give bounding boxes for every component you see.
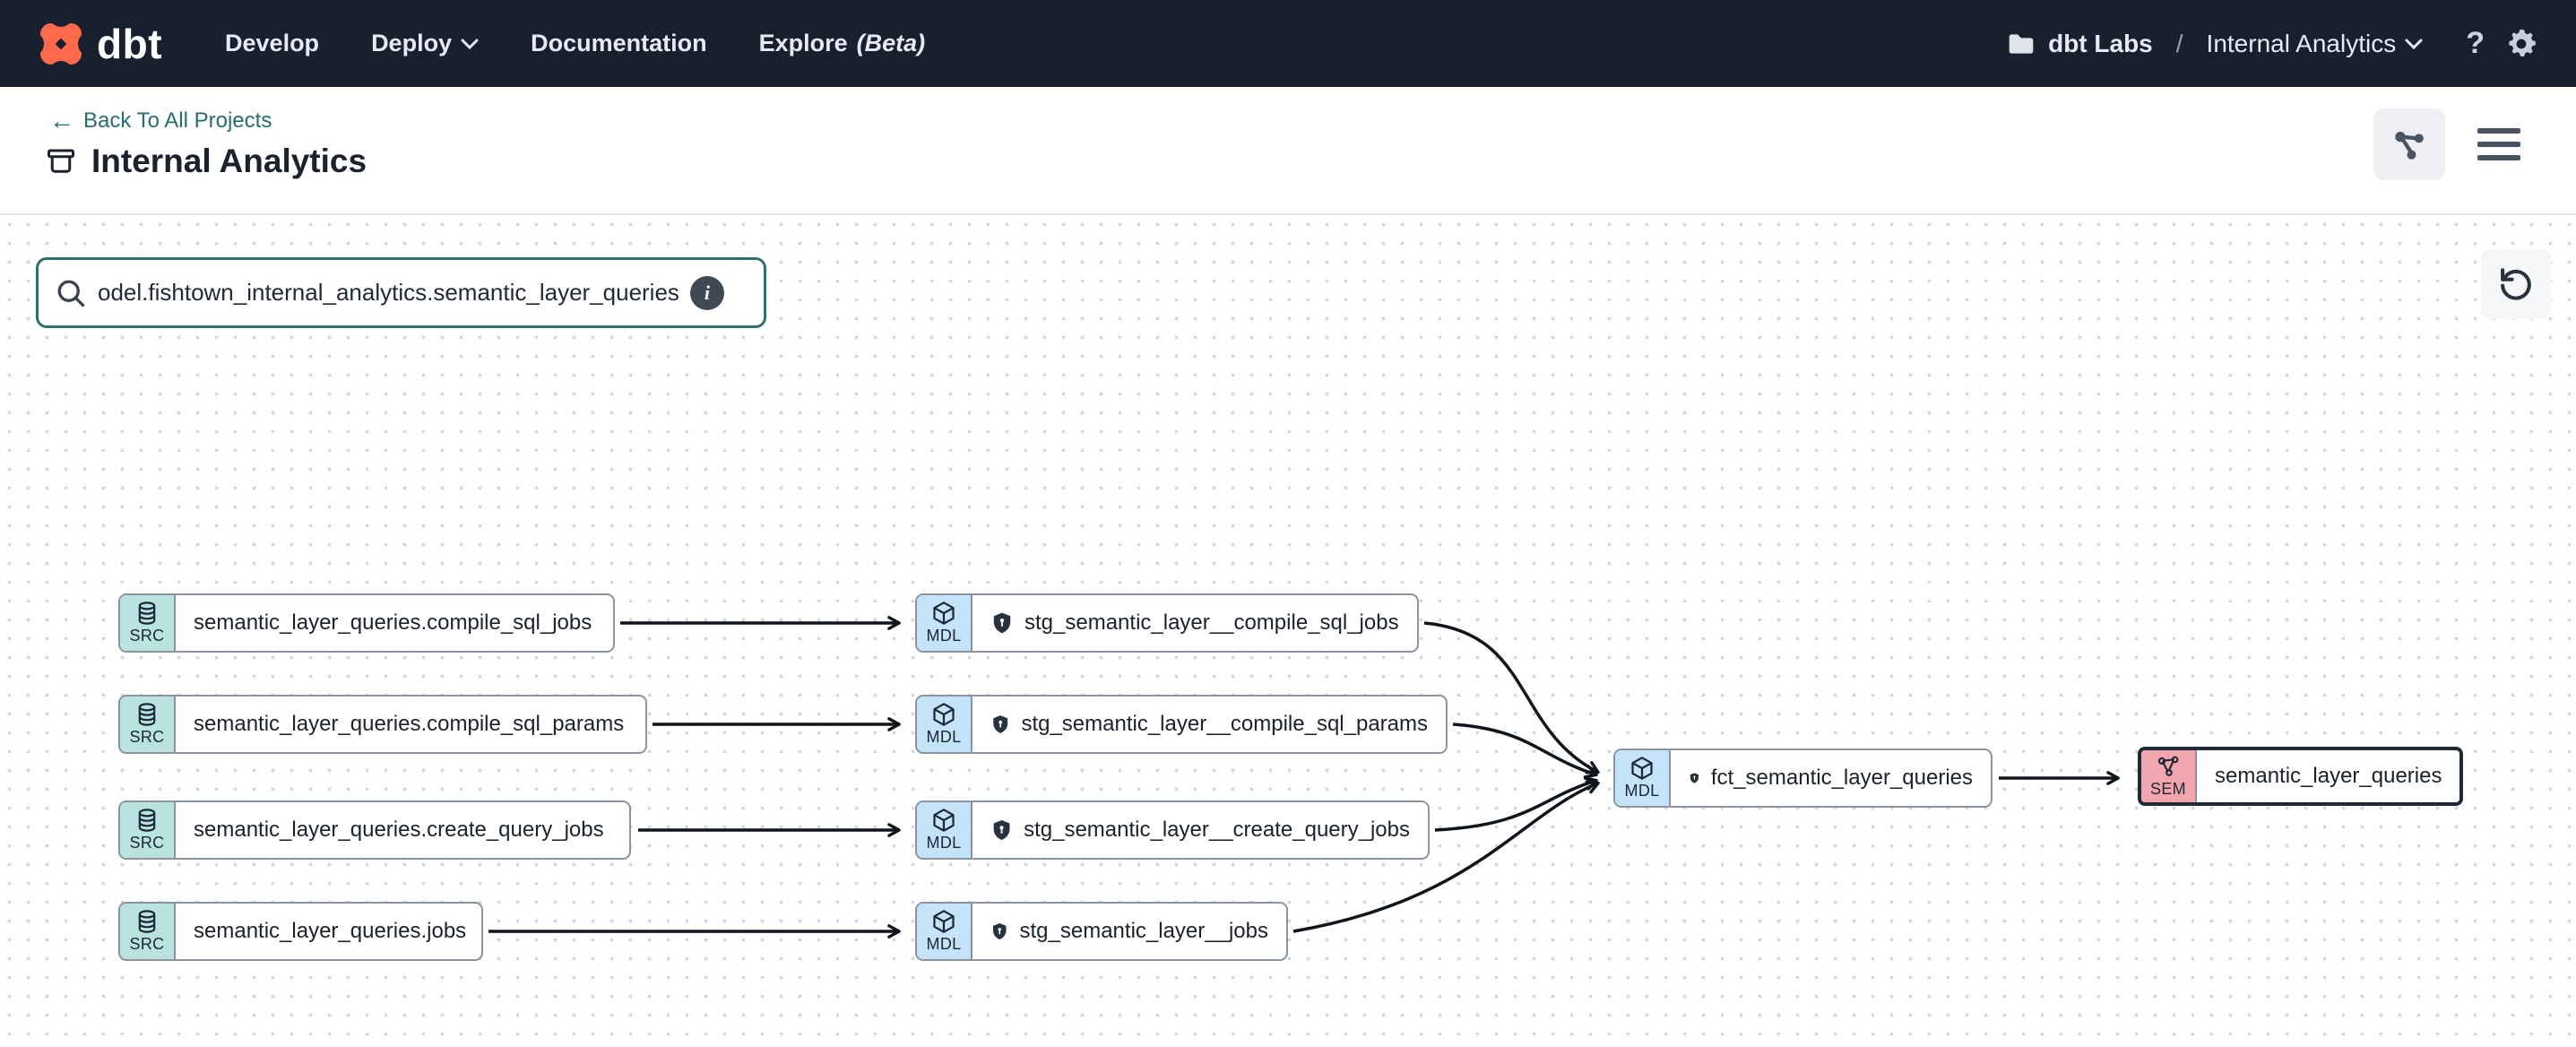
node-type-badge: SRC [120, 697, 176, 752]
menu-button[interactable] [2477, 121, 2524, 168]
database-icon [138, 601, 156, 625]
node-type-label: MDL [1624, 782, 1660, 800]
help-icon[interactable]: ? [2466, 26, 2485, 60]
node-type-badge: SRC [120, 595, 176, 651]
node-label: semantic_layer_queries.jobs [194, 919, 467, 943]
project-header: ← Back To All Projects Internal Analytic… [0, 87, 2576, 215]
node-type-badge: MDL [917, 595, 972, 651]
graph-node-source[interactable]: SRC semantic_layer_queries.create_query_… [118, 800, 631, 860]
node-type-label: MDL [926, 935, 962, 953]
info-icon[interactable]: i [689, 275, 724, 310]
nav-item-explore[interactable]: Explore (Beta) [758, 30, 926, 56]
node-type-badge: MDL [917, 802, 972, 858]
chevron-down-icon [2405, 39, 2423, 49]
node-type-label: SRC [129, 834, 165, 852]
node-type-label: SEM [2150, 780, 2186, 798]
node-label: semantic_layer_queries.create_query_jobs [194, 818, 604, 842]
account-name: dbt Labs [2048, 29, 2153, 57]
nav-item-documentation[interactable]: Documentation [531, 30, 707, 56]
contract-shield-icon [993, 715, 1008, 733]
node-type-label: MDL [926, 627, 962, 645]
lineage-view-button[interactable] [2373, 108, 2445, 180]
node-label: semantic_layer_queries.compile_sql_jobs [194, 610, 592, 635]
semantic-triangle-icon [2157, 756, 2179, 776]
reset-view-button[interactable] [2481, 249, 2551, 319]
node-type-label: MDL [926, 728, 962, 746]
node-type-label: MDL [926, 834, 962, 852]
settings-gear-icon[interactable] [2504, 27, 2538, 61]
folder-icon [2009, 33, 2034, 54]
contract-shield-icon [993, 612, 1011, 634]
nav-item-deploy[interactable]: Deploy [371, 30, 479, 57]
page-title: Internal Analytics [91, 143, 367, 179]
node-type-badge: SEM [2141, 750, 2197, 802]
node-type-label: SRC [129, 935, 165, 953]
graph-node-model[interactable]: MDL fct_semantic_layer_queries [1613, 748, 1993, 808]
rotate-ccw-icon [2501, 268, 2531, 300]
graph-node-source[interactable]: SRC semantic_layer_queries.jobs [118, 902, 483, 961]
contract-shield-icon [1690, 773, 1699, 783]
node-type-badge: SRC [120, 904, 176, 959]
cube-icon [933, 703, 955, 726]
navbar-right: dbt Labs / Internal Analytics ? [2007, 26, 2538, 61]
node-label: stg_semantic_layer__compile_sql_params [1021, 712, 1428, 736]
beta-tag: (Beta) [856, 30, 926, 56]
node-label: semantic_layer_queries.compile_sql_param… [194, 712, 625, 736]
project-selector[interactable]: Internal Analytics [2207, 30, 2424, 58]
graph-node-model[interactable]: MDL stg_semantic_layer__compile_sql_para… [915, 695, 1448, 754]
graph-node-source[interactable]: SRC semantic_layer_queries.compile_sql_p… [118, 695, 647, 754]
dbt-logo[interactable]: dbt [38, 20, 162, 68]
cube-icon [933, 910, 955, 933]
primary-nav: Develop Deploy Documentation Explore (Be… [225, 30, 925, 57]
contract-shield-icon [992, 923, 1007, 939]
graph-node-model[interactable]: MDL stg_semantic_layer__create_query_job… [915, 800, 1430, 860]
graph-node-source[interactable]: SRC semantic_layer_queries.compile_sql_j… [118, 593, 615, 653]
contract-shield-icon [993, 820, 1010, 840]
top-navbar: dbt Develop Deploy Documentation Explore… [0, 0, 2576, 87]
project-archive-icon [48, 149, 74, 173]
node-type-label: SRC [129, 627, 165, 645]
node-label: stg_semantic_layer__create_query_jobs [1024, 818, 1410, 842]
project-name: Internal Analytics [2206, 29, 2397, 57]
search-value: odel.fishtown_internal_analytics.semanti… [98, 279, 679, 306]
account-switcher[interactable]: dbt Labs [2007, 30, 2153, 58]
database-icon [138, 703, 156, 726]
graph-node-semantic-selected[interactable]: SEM semantic_layer_queries [2138, 747, 2463, 806]
node-type-badge: MDL [917, 697, 972, 752]
node-type-badge: SRC [120, 802, 176, 858]
cube-icon [933, 809, 955, 832]
node-label: semantic_layer_queries [2215, 764, 2442, 788]
cube-icon [933, 601, 955, 625]
node-label: stg_semantic_layer__compile_sql_jobs [1024, 610, 1399, 635]
node-label: stg_semantic_layer__jobs [1019, 919, 1269, 943]
node-type-badge: MDL [917, 904, 972, 959]
nav-item-develop[interactable]: Develop [225, 30, 320, 56]
search-icon [57, 280, 85, 307]
search-input[interactable]: odel.fishtown_internal_analytics.semanti… [36, 257, 766, 328]
node-label: fct_semantic_layer_queries [1710, 766, 1973, 790]
graph-node-model[interactable]: MDL stg_semantic_layer__compile_sql_jobs [915, 593, 1419, 653]
node-type-label: SRC [129, 728, 165, 746]
back-to-projects-link[interactable]: ← Back To All Projects [49, 107, 272, 134]
breadcrumb-separator: / [2175, 29, 2183, 57]
node-type-badge: MDL [1615, 750, 1671, 806]
database-icon [138, 910, 156, 933]
cube-icon [1631, 757, 1653, 780]
chevron-down-icon [461, 39, 479, 49]
graph-node-model[interactable]: MDL stg_semantic_layer__jobs [915, 902, 1288, 961]
lineage-graph-icon [2395, 132, 2424, 160]
back-arrow-icon: ← [49, 107, 74, 134]
dbt-logo-text: dbt [97, 20, 163, 67]
database-icon [138, 809, 156, 832]
dbt-logo-icon [38, 20, 84, 67]
